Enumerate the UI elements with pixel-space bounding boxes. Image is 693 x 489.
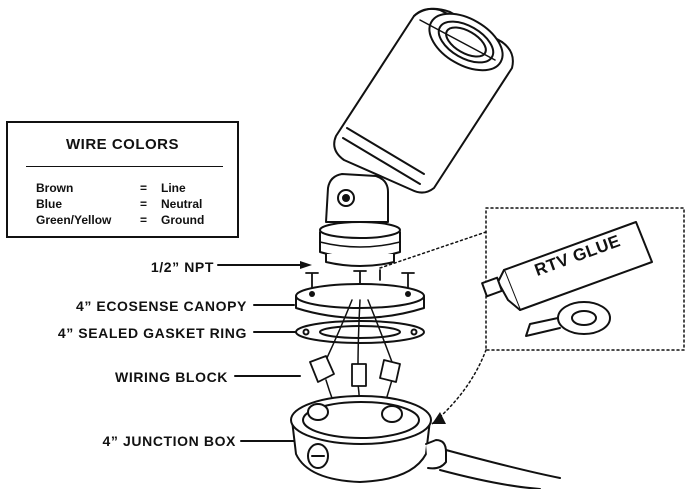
leader-lines [217, 261, 312, 442]
junction-box [290, 395, 561, 489]
equals-sign: = [140, 213, 148, 227]
spotlight-head [333, 7, 514, 194]
swivel-knuckle [325, 173, 389, 223]
label-junction-box: 4” JUNCTION BOX [102, 433, 236, 449]
label-npt: 1/2” NPT [150, 259, 214, 275]
rtv-inset [379, 207, 685, 425]
wire-function: Neutral [161, 197, 203, 211]
legend-title: WIRE COLORS [66, 136, 179, 153]
wire-function: Line [161, 181, 186, 195]
equals-sign: = [140, 181, 148, 195]
ecosense-canopy [295, 283, 425, 319]
wire-colors-legend: WIRE COLORS Brown = Line Blue = Neutral … [6, 121, 239, 238]
lamp-base-cylinder [319, 221, 401, 267]
wire-function: Ground [161, 213, 205, 227]
wire-color-name: Brown [36, 181, 74, 195]
equals-sign: = [140, 197, 148, 211]
label-wiring-block: WIRING BLOCK [115, 369, 228, 385]
gasket-ring [295, 320, 425, 344]
wire-color-name: Blue [36, 197, 63, 211]
label-gasket: 4” SEALED GASKET RING [57, 325, 247, 341]
label-canopy: 4” ECOSENSE CANOPY [75, 298, 247, 314]
wire-connectors [309, 355, 401, 387]
wire-color-name: Green/Yellow [36, 213, 112, 227]
legend-divider [26, 166, 223, 167]
